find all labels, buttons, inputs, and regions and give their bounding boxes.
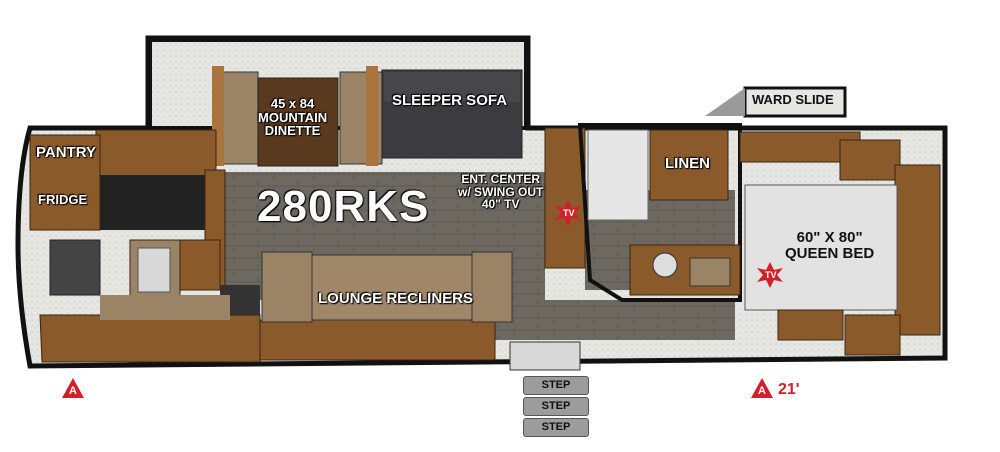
entry-step: STEP bbox=[523, 376, 589, 395]
awning-marker-icon bbox=[751, 378, 773, 398]
bedroom bbox=[739, 131, 941, 356]
ent-center-label: ENT. CENTER w/ SWING OUT 40" TV bbox=[458, 172, 544, 212]
entry-step: STEP bbox=[523, 418, 589, 437]
dinette-label: 45 x 84 MOUNTAIN DINETTE bbox=[258, 96, 328, 139]
ent-center-cabinet bbox=[544, 127, 586, 269]
lounge-recliners-label: LOUNGE RECLINERS bbox=[318, 290, 474, 307]
ward-slide bbox=[705, 86, 847, 118]
awning-length: 21' bbox=[778, 381, 800, 398]
linen-label: LINEN bbox=[665, 155, 710, 172]
tv-star-icon bbox=[555, 200, 581, 226]
model-name: 280RKS bbox=[257, 182, 430, 231]
awning-marker-icon bbox=[62, 378, 84, 398]
entry-door bbox=[509, 341, 581, 371]
queen-bed-label: 60" X 80" QUEEN BED bbox=[785, 229, 875, 262]
bathroom bbox=[577, 123, 742, 302]
entry-step: STEP bbox=[523, 397, 589, 416]
dinette bbox=[212, 66, 383, 167]
awning-mark: A bbox=[69, 385, 77, 397]
awning-mark: A bbox=[758, 385, 766, 397]
sleeper-sofa bbox=[381, 69, 523, 159]
hall-floor bbox=[495, 300, 735, 340]
lounge-recliners bbox=[261, 251, 513, 323]
fridge-label: FRIDGE bbox=[38, 192, 88, 207]
tv-mark: TV bbox=[765, 270, 777, 280]
tv-mark: TV bbox=[563, 208, 575, 218]
lower-counters bbox=[39, 295, 496, 363]
pantry-label: PANTRY bbox=[36, 144, 96, 161]
ward-slide-label: WARD SLIDE bbox=[752, 92, 834, 107]
sleeper-sofa-label: SLEEPER SOFA bbox=[392, 92, 508, 109]
tv-star-icon bbox=[757, 262, 783, 288]
galley bbox=[29, 129, 260, 315]
